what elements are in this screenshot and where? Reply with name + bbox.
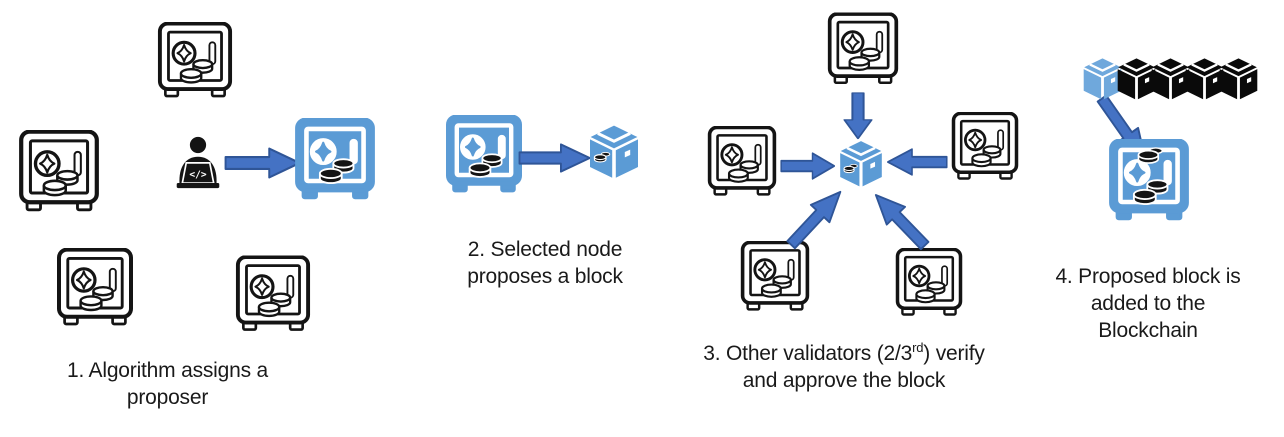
arrow-up-right-icon: [780, 182, 851, 255]
coin-icon: [1137, 147, 1164, 164]
block-chain-icon: [1215, 55, 1262, 103]
vault-blue-icon: [293, 115, 377, 205]
vault-icon: [706, 121, 778, 203]
caption-line: proposes a block: [467, 265, 623, 288]
block-icon: [584, 122, 644, 182]
step-1-caption: 1. Algorithm assigns a proposer: [15, 357, 320, 411]
step-3-caption: 3. Other validators (2/3rd) verify and a…: [655, 340, 1033, 394]
arrow-left-icon: [886, 148, 948, 176]
caption-line: 4. Proposed block is: [1055, 265, 1241, 288]
vault-icon: [950, 107, 1020, 187]
caption-line: 3. Other validators (2/3rd) verify: [703, 340, 985, 365]
ordinal-superscript: rd: [912, 340, 924, 355]
vault-icon: [234, 251, 312, 338]
vault-icon: [156, 21, 234, 101]
arrow-right-icon: [518, 143, 591, 173]
block-icon: [835, 137, 887, 191]
vault-blue-icon: [444, 109, 524, 201]
caption-line: and approve the block: [742, 369, 946, 392]
arrow-right-icon: [780, 152, 836, 180]
arrow-down-icon: [843, 92, 873, 140]
caption-line: 2. Selected node: [467, 238, 623, 261]
caption-line: 1. Algorithm assigns a: [66, 359, 269, 382]
caption-line: Blockchain: [1098, 319, 1198, 342]
vault-icon: [17, 128, 101, 216]
step-2-caption: 2. Selected node proposes a block: [430, 236, 660, 290]
step-4-caption: 4. Proposed block is added to the Blockc…: [1022, 263, 1274, 344]
arrow-right-icon: [224, 147, 301, 179]
proposer-icon: [170, 135, 226, 193]
caption-line: proposer: [126, 386, 209, 409]
vault-icon: [826, 7, 900, 92]
caption-line: added to the: [1090, 292, 1206, 315]
vault-icon: [55, 243, 135, 333]
vault-icon: [894, 244, 964, 322]
